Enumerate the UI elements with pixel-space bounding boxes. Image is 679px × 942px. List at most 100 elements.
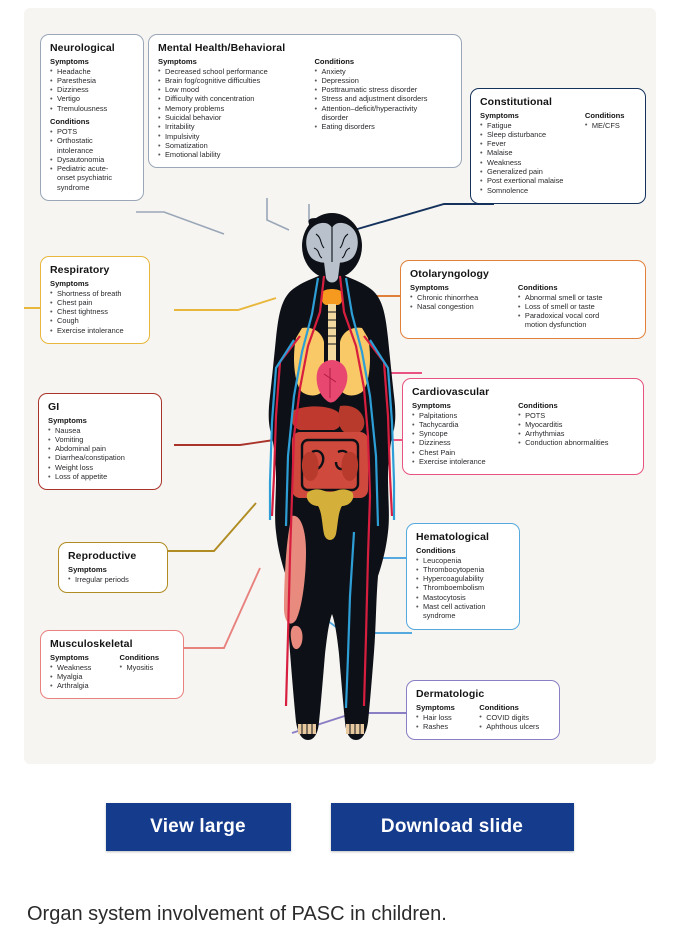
list-item: Fever [480,139,577,149]
symptom-list: Hair loss Rashes [416,712,471,732]
info-box-constitutional[interactable]: Constitutional Symptoms Fatigue Sleep di… [470,88,646,204]
list-item: Chest pain [50,298,141,308]
list-item: Dizziness [412,438,510,448]
group-heading: Symptoms [50,278,89,288]
group-heading: Symptoms [412,400,451,410]
info-box-mental-health-behavioral[interactable]: Mental Health/Behavioral Symptoms Decrea… [148,34,462,169]
list-item: Dysautonomia [50,155,135,165]
condition-list: Myositis [119,662,175,672]
box-title: Musculoskeletal [50,638,133,650]
box-title: Neurological [50,42,115,54]
group-heading: Symptoms [416,702,455,712]
figure-caption: Organ system involvement of PASC in chil… [27,903,447,925]
list-item: Brain fog/cognitive difficulties [158,76,306,86]
list-item: Somatization [158,141,306,151]
list-item: Chest Pain [412,447,510,457]
box-title: Reproductive [68,550,137,562]
condition-list: COVID digits Aphthous ulcers [479,712,551,732]
list-item: Difficulty with concentration [158,94,306,104]
list-item: Irritability [158,122,306,132]
group-heading: Conditions [314,56,355,66]
list-item: Thromboembolism [416,583,511,593]
list-item-continued: onset psychiatric [57,173,113,183]
list-item: POTS [518,410,635,420]
list-item: Posttraumatic stress disorder [314,85,453,95]
box-title: Hematological [416,531,490,543]
box-title: GI [48,401,60,413]
download-slide-button[interactable]: Download slide [330,803,574,851]
symptom-list: Fatigue Sleep disturbance Fever Malaise … [480,120,577,195]
list-item: Myositis [119,662,175,672]
condition-list: Abnormal smell or taste Loss of smell or… [518,292,637,330]
condition-list: POTS Myocarditis Arrhythmias Conduction … [518,410,635,448]
list-item: Emotional lability [158,150,306,160]
list-item: Hair loss [416,712,471,722]
group-heading: Symptoms [410,282,449,292]
list-item: Suicidal behavior [158,113,306,123]
list-item: Myocarditis [518,420,635,430]
condition-list: Anxiety Depression Posttraumatic stress … [314,66,453,131]
list-item: Mast cell activation [416,602,511,612]
info-box-dermatologic[interactable]: Dermatologic Symptoms Hair loss Rashes C… [406,680,560,741]
view-large-button[interactable]: View large [105,803,291,851]
list-item: Generalized pain [480,167,577,177]
condition-list: ME/CFS [585,120,637,130]
info-box-musculoskeletal[interactable]: Musculoskeletal Symptoms Weakness Myalgi… [40,630,184,700]
list-item-continued: disorder [321,112,349,122]
list-item: Orthostatic [50,136,135,146]
info-box-neurological[interactable]: Neurological Symptoms Headache Paresthes… [40,34,144,202]
figure-panel[interactable]: Neurological Symptoms Headache Paresthes… [24,8,656,764]
box-title: Constitutional [480,96,552,108]
list-item: Memory problems [158,103,306,113]
list-item: Loss of appetite [48,472,153,482]
list-item: Decreased school performance [158,66,306,76]
anatomical-child-body-diagram [24,198,494,740]
list-item: Paradoxical vocal cord [518,311,637,321]
list-item: POTS [50,127,135,137]
group-heading: Symptoms [158,56,197,66]
symptom-list: Palpitations Tachycardia Syncope Dizzine… [412,410,510,467]
figure-action-buttons: View large Download slide [0,803,679,851]
info-box-otolaryngology[interactable]: Otolaryngology Symptoms Chronic rhinorrh… [400,260,646,339]
list-item: Abdominal pain [48,444,153,454]
list-item-continued: intolerance [57,145,94,155]
list-item: Vertigo [50,94,135,104]
list-item: Stress and adjustment disorders [314,94,453,104]
condition-list: Leucopenia Thrombocytopenia Hypercoagula… [416,555,511,621]
list-item: Exercise intolerance [50,325,141,335]
list-item: Diarrhea/constipation [48,453,153,463]
list-item: Tremulousness [50,103,135,113]
group-heading: Conditions [584,110,625,120]
list-item: Post exertional malaise [480,176,577,186]
list-item: Rashes [416,722,471,732]
group-heading: Symptoms [480,110,519,120]
info-box-reproductive[interactable]: Reproductive Symptoms Irregular periods [58,542,168,593]
symptom-list: Irregular periods [68,574,159,584]
info-box-cardiovascular[interactable]: Cardiovascular Symptoms Palpitations Tac… [402,378,644,476]
info-box-gi[interactable]: GI Symptoms Nausea Vomiting Abdominal pa… [38,393,162,491]
list-item: Anxiety [314,66,453,76]
list-item: Aphthous ulcers [479,722,551,732]
box-title: Cardiovascular [412,386,490,398]
list-item: Tachycardia [412,420,510,430]
list-item: Weight loss [48,462,153,472]
list-item: Vomiting [48,435,153,445]
list-item: Dizziness [50,85,135,95]
info-box-hematological[interactable]: Hematological Conditions Leucopenia Thro… [406,523,520,630]
list-item: Thrombocytopenia [416,565,511,575]
list-item: Exercise intolerance [412,457,510,467]
list-item: Weakness [50,662,111,672]
list-item: Conduction abnormalities [518,438,635,448]
list-item: Chest tightness [50,307,141,317]
symptom-list: Nausea Vomiting Abdominal pain Diarrhea/… [48,425,153,482]
list-item: Attention–deficit/hyperactivity [314,103,453,113]
list-item: Myalgia [50,672,111,682]
list-item: Nausea [48,425,153,435]
info-box-respiratory[interactable]: Respiratory Symptoms Shortness of breath… [40,256,150,344]
group-heading: Symptoms [48,415,87,425]
list-item: Arthralgia [50,681,111,691]
list-item: Nasal congestion [410,302,510,312]
list-item-continued: syndrome [423,611,456,621]
symptom-list: Headache Paresthesia Dizziness Vertigo T… [50,66,135,113]
group-heading: Conditions [416,545,456,555]
